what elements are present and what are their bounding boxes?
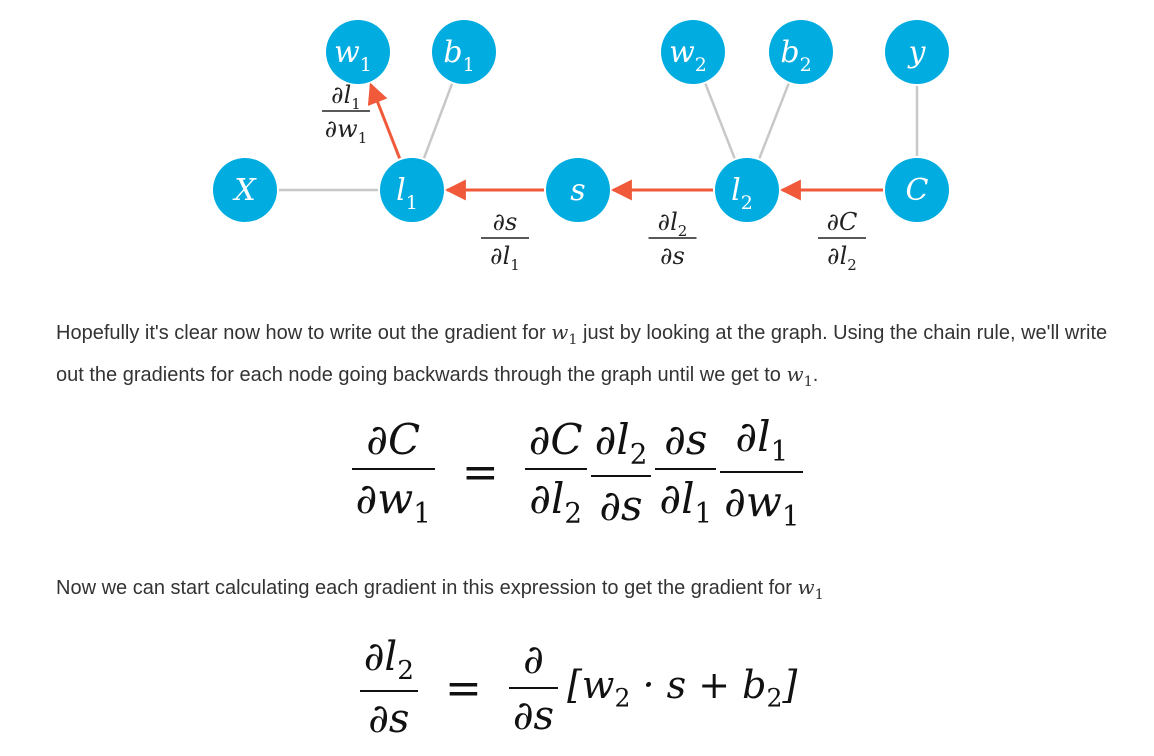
eq1-lhs-fraction: ∂C ∂w1 bbox=[351, 415, 435, 530]
equation-dl2-ds: ∂l2 ∂s = ∂ ∂s [w2 · s + b2] bbox=[0, 634, 1154, 742]
gradient-label-s-l1: ∂s ∂l1 bbox=[481, 208, 529, 274]
eq2-bracket-expression: [w2 · s + b2] bbox=[567, 663, 798, 713]
node-X: X bbox=[213, 158, 277, 222]
node-w1: w1 bbox=[326, 20, 390, 84]
node-b2: b2 bbox=[769, 20, 833, 84]
eq2-operator-fraction: ∂ ∂s bbox=[508, 637, 559, 739]
paragraph-calculate: Now we can start calculating each gradie… bbox=[56, 575, 824, 603]
equation-chain-rule: ∂C ∂w1 = ∂C∂l2∂l2∂s∂s∂l1∂l1∂w1 bbox=[0, 412, 1154, 533]
node-y: y bbox=[885, 20, 949, 84]
paragraph-text: Hopefully it's clear now how to write ou… bbox=[56, 322, 552, 344]
node-label-y: y bbox=[907, 35, 927, 70]
svg-text:∂C: ∂C bbox=[827, 208, 858, 236]
gradient-label-l1-w1: ∂l1∂w1 bbox=[322, 81, 370, 147]
node-b1: b1 bbox=[432, 20, 496, 84]
node-w2: w2 bbox=[661, 20, 725, 84]
gradient-label-l2-s: ∂l2∂s bbox=[648, 208, 697, 270]
node-label-C: C bbox=[906, 173, 929, 208]
inline-math-w1: w1 bbox=[551, 320, 578, 348]
node-label-b2: b2 bbox=[780, 35, 811, 76]
svg-text:∂s: ∂s bbox=[493, 208, 518, 236]
node-label-b1: b1 bbox=[443, 35, 474, 76]
node-C: C bbox=[885, 158, 949, 222]
paragraph-chain-rule: Hopefully it's clear now how to write ou… bbox=[56, 320, 1108, 390]
svg-text:∂s: ∂s bbox=[660, 242, 685, 270]
svg-text:∂l2: ∂l2 bbox=[827, 242, 857, 274]
inline-math-w1: w1 bbox=[797, 575, 824, 603]
equals-sign: = bbox=[445, 662, 482, 714]
svg-text:∂l2: ∂l2 bbox=[658, 208, 688, 240]
paragraph-text: just by looking at the graph. Using the … bbox=[56, 322, 1108, 386]
node-l2: l2 bbox=[715, 158, 779, 222]
eq1-term-4: ∂l1∂w1 bbox=[720, 412, 804, 533]
eq2-lhs-fraction: ∂l2 ∂s bbox=[359, 634, 418, 742]
node-label-s: s bbox=[570, 173, 585, 208]
edge-b1-l1 bbox=[422, 83, 454, 159]
eq1-term-2: ∂l2∂s bbox=[590, 415, 652, 530]
inline-math-w1: w1 bbox=[786, 362, 813, 390]
svg-text:∂l1: ∂l1 bbox=[490, 242, 520, 274]
gradient-arrow-l1-w1 bbox=[367, 82, 402, 159]
svg-text:∂w1: ∂w1 bbox=[325, 115, 368, 147]
node-l1: l1 bbox=[380, 158, 444, 222]
eq1-term-1: ∂C∂l2 bbox=[524, 415, 587, 530]
node-label-X: X bbox=[232, 173, 257, 208]
edge-b2-l2 bbox=[758, 83, 790, 159]
gradient-label-C-l2: ∂C ∂l2 bbox=[818, 208, 866, 274]
equals-sign: = bbox=[461, 446, 499, 498]
svg-text:∂l1: ∂l1 bbox=[331, 81, 361, 113]
node-s: s bbox=[546, 158, 610, 222]
edge-w2-l2 bbox=[704, 83, 736, 159]
eq1-term-3: ∂s∂l1 bbox=[655, 415, 717, 530]
